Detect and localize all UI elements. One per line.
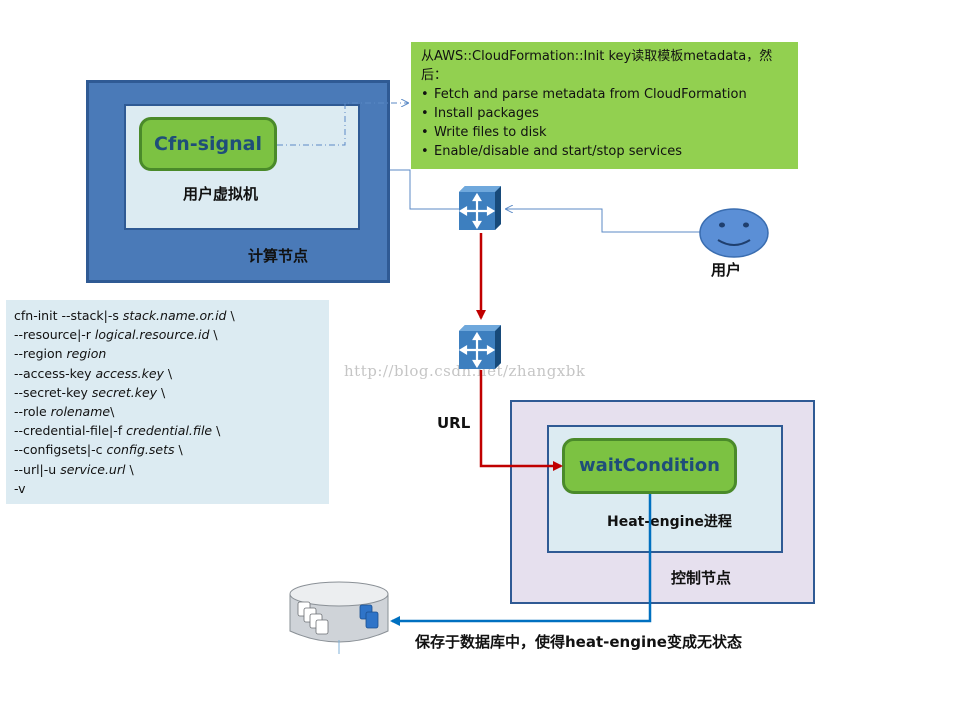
metadata-note: 从AWS::CloudFormation::Init key读取模板metada… [411,42,798,169]
command-line: --credential-file|-f credential.file \ [14,421,321,440]
heat-engine-label: Heat-engine进程 [607,514,732,530]
command-flag: -v [14,480,26,496]
command-line: --url|-u service.url \ [14,460,321,479]
command-argument: secret.key [91,384,158,400]
user-label: 用户 [711,261,742,279]
command-flag: --url|-u [14,461,61,477]
command-argument: config.sets [106,442,175,458]
router-icon [458,325,501,369]
command-flag: --access-key [14,365,96,381]
line-continuation: \ [226,308,235,323]
metadata-step: Fetch and parse metadata from CloudForma… [434,85,788,104]
line-continuation: \ [209,327,218,343]
command-line: --access-key access.key \ [14,364,321,383]
command-line: --region region [14,344,321,363]
command-line: --resource|-r logical.resource.id \ [14,325,321,344]
wait-condition-node[interactable]: waitCondition [562,438,737,494]
command-line: --configsets|-c config.sets \ [14,440,321,459]
command-flag: --secret-key [14,384,92,400]
command-flag: --resource|-r [14,327,95,343]
command-flag: cfn-init --stack|-s [14,308,123,323]
metadata-step: Write files to disk [434,123,788,142]
command-flag: --configsets|-c [14,442,107,458]
command-argument: access.key [95,365,164,381]
user-face-icon [699,208,769,258]
metadata-steps-list: Fetch and parse metadata from CloudForma… [421,85,788,161]
command-line: --role rolename\ [14,402,321,421]
line-continuation: \ [125,461,134,477]
compute-node-label: 计算节点 [248,247,309,265]
user-to-router-arrow [506,209,700,233]
line-continuation: \ [157,384,166,400]
dashed-connector [277,103,408,146]
compute-to-router-line [390,169,460,210]
command-line: --secret-key secret.key \ [14,383,321,402]
cfn-signal-node[interactable]: Cfn-signal [139,117,277,171]
line-continuation: \ [212,423,221,439]
metadata-note-heading: 从AWS::CloudFormation::Init key读取模板metada… [421,49,773,83]
command-argument: rolename [50,404,111,420]
watermark: http://blog.csdn.net/zhangxbk [344,362,586,380]
control-node-label: 控制节点 [671,569,732,587]
database-caption: 保存于数据库中，使得heat-engine变成无状态 [415,633,742,651]
metadata-step: Enable/disable and start/stop services [434,142,788,161]
metadata-step: Install packages [434,104,788,123]
command-flag: --role [14,404,51,420]
line-continuation: \ [174,442,183,458]
command-flag: --region [14,346,67,362]
command-argument: credential.file [126,423,213,439]
command-flag: --credential-file|-f [14,423,127,439]
command-line: cfn-init --stack|-s stack.name.or.id \ [14,306,321,325]
line-continuation: \ [163,365,173,381]
user-vm-label: 用户虚拟机 [183,185,259,203]
cfn-init-command-box: cfn-init --stack|-s stack.name.or.id \--… [6,300,329,504]
url-label: URL [437,414,471,432]
command-argument: service.url [60,461,126,477]
command-argument: region [66,346,107,362]
line-continuation: \ [110,404,115,420]
database-icon [289,581,389,654]
router-icon [458,186,501,230]
url-arrow [479,370,563,471]
save-to-database-arrow [390,494,652,626]
command-argument: stack.name.or.id [122,308,227,323]
command-line: -v [14,479,321,498]
command-argument: logical.resource.id [94,327,210,343]
